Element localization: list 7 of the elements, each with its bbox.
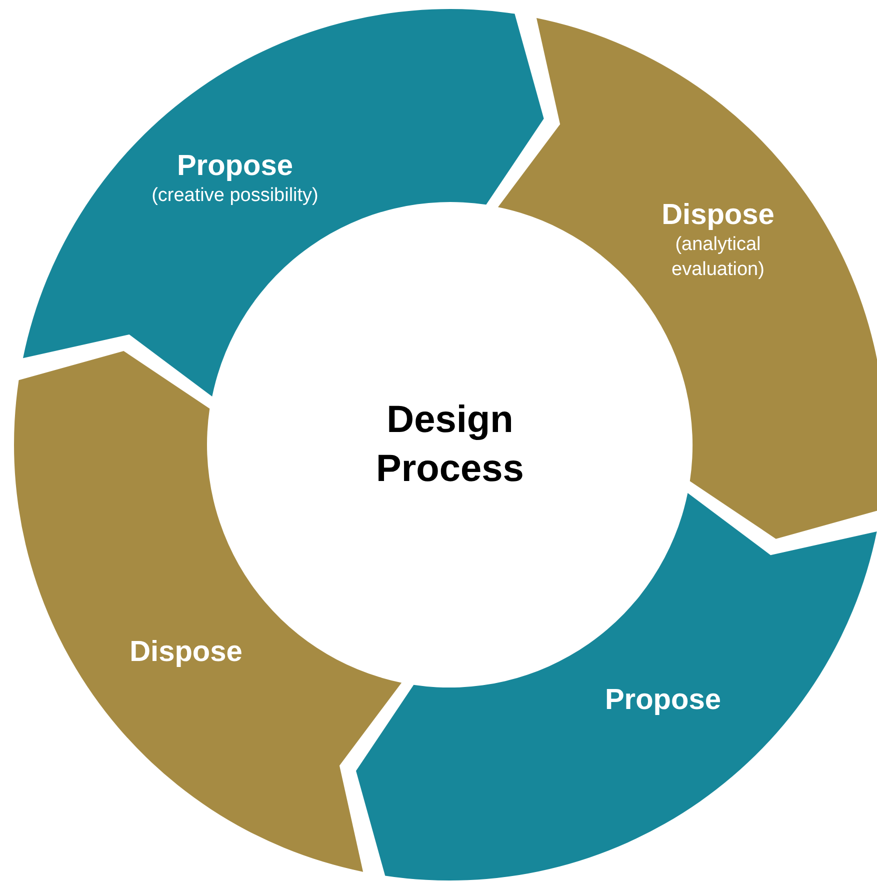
- segment-title: Dispose: [130, 634, 242, 670]
- segment-title: Propose: [604, 682, 721, 718]
- segment-title: Propose: [176, 148, 293, 184]
- segment-subtitle: (creative possibility): [152, 184, 318, 208]
- segment-title: Dispose: [662, 198, 774, 233]
- center-title: Design Process: [375, 398, 525, 492]
- segment-subtitle: (analytical evaluation): [670, 233, 766, 282]
